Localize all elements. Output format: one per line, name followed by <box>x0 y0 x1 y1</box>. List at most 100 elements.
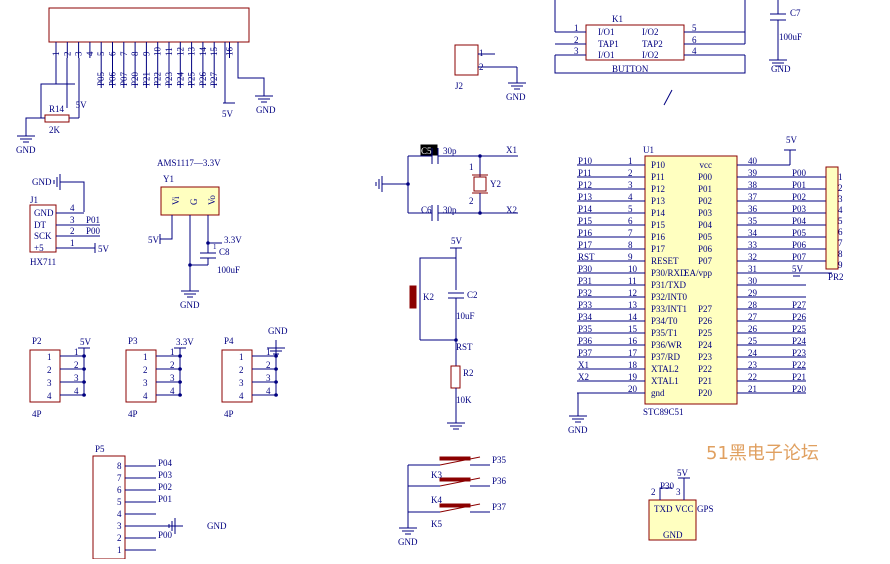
lcd-header-body <box>48 7 250 43</box>
p5-pin-number: 3 <box>117 521 122 531</box>
header-net: GND <box>268 326 288 336</box>
mcu-left-net: RST <box>578 252 595 262</box>
header-pin-num2: 4 <box>74 386 79 396</box>
mcu-left-name: P16 <box>651 232 666 242</box>
p5-pin-number: 4 <box>117 509 122 519</box>
mcu-left-num: 18 <box>628 360 638 370</box>
mcu-left-name: P31/TXD <box>651 280 687 290</box>
mcu-right-name: P21 <box>698 376 712 386</box>
lcd-net-label: P24 <box>175 71 185 86</box>
c2-value: 10uF <box>456 311 475 321</box>
j1-pin-name: GND <box>34 208 54 218</box>
header-pin-number: 2 <box>47 365 52 375</box>
mcu-left-num: 19 <box>628 372 638 382</box>
mcu-vcc: 5V <box>786 135 798 145</box>
c6-ref: C6 <box>421 205 432 215</box>
junction-dot <box>478 211 482 215</box>
lcd-net-label: 5V <box>76 100 88 110</box>
pr2-pin: 3 <box>838 194 843 204</box>
key-net: P36 <box>492 476 507 486</box>
mcu-left-num: 11 <box>628 276 637 286</box>
reset-wire <box>420 298 457 341</box>
lcd-pin-number: 13 <box>187 47 197 57</box>
r14-body <box>44 114 70 123</box>
mcu-ref: U1 <box>643 145 654 155</box>
k2-body <box>409 285 417 309</box>
mcu-right-name: P24 <box>698 340 713 350</box>
mcu-right-net: P07 <box>792 252 807 262</box>
mcu-left-net: P34 <box>578 312 593 322</box>
lcd-pin-number: 14 <box>198 47 208 57</box>
lcd-net-label: P05 <box>96 71 106 86</box>
mcu-right-net: P26 <box>792 312 807 322</box>
mcu-left-name: P32/INT0 <box>651 292 688 302</box>
mcu-right-net: P20 <box>792 384 807 394</box>
c5-value: 30p <box>443 146 457 156</box>
j2-pin: 1 <box>479 48 484 58</box>
lcd-net-label: P06 <box>108 71 118 86</box>
lcd-net-label: P21 <box>141 72 151 86</box>
k1-pin-right: TAP2 <box>642 39 663 49</box>
x2-label: X2 <box>506 205 517 215</box>
mcu-right-net: P05 <box>792 228 807 238</box>
mcu-right-net: P06 <box>792 240 807 250</box>
mcu-left-name: P15 <box>651 220 666 230</box>
header-pin-num2: 3 <box>266 373 271 383</box>
r2-body <box>450 365 461 389</box>
mcu-right-num: 36 <box>748 204 758 214</box>
p5-pin-number: 1 <box>117 545 122 555</box>
gnd-label: GND <box>568 425 588 435</box>
c2-ref: C2 <box>467 290 478 300</box>
header-pin-num2: 2 <box>170 360 175 370</box>
mcu-right-name: P00 <box>698 172 713 182</box>
j1-body <box>29 204 57 253</box>
k1-num-right: 4 <box>692 46 697 56</box>
mcu-right-num: 35 <box>748 216 758 226</box>
reg-body <box>160 186 220 216</box>
header-count: 4P <box>128 409 138 419</box>
mcu-left-name: P13 <box>651 196 666 206</box>
p5-pin-number: 5 <box>117 497 122 507</box>
header-ref: P4 <box>224 336 234 346</box>
mcu-left-num: 13 <box>628 300 638 310</box>
lcd-pin-number: 11 <box>164 47 174 56</box>
mcu-left-num: 14 <box>628 312 638 322</box>
mcu-right-num: 33 <box>748 240 758 250</box>
header-pin-number: 4 <box>143 391 148 401</box>
mcu-left-name: XTAL1 <box>651 376 679 386</box>
lcd-pin-number: 15 <box>209 47 219 57</box>
c8-plus: 1 <box>213 243 217 251</box>
gnd-label: GND <box>180 300 200 310</box>
p5-net: P01 <box>158 494 172 504</box>
mcu-right-net: P23 <box>792 348 807 358</box>
mcu-left-num: 8 <box>628 240 633 250</box>
j2-ref: J2 <box>455 81 463 91</box>
header-count: 4P <box>32 409 42 419</box>
mcu-left-name: P11 <box>651 172 665 182</box>
reg-pin: Vo <box>207 195 217 205</box>
mcu-left-name: P37/RD <box>651 352 681 362</box>
mcu-left-name: gnd <box>651 388 665 398</box>
mcu-right-num: 28 <box>748 300 758 310</box>
lcd-pin-number: 10 <box>153 47 163 57</box>
k1-pin-left: I/O1 <box>598 50 615 60</box>
p5-ref: P5 <box>95 444 105 454</box>
mcu-right-name: P01 <box>698 184 712 194</box>
j1-ref: J1 <box>30 195 38 205</box>
header-pin-num2: 3 <box>74 373 79 383</box>
lcd-pin-number: 1 <box>51 52 61 57</box>
mcu-left-net: P33 <box>578 300 593 310</box>
lcd-pin-number: 4 <box>85 51 95 56</box>
mcu-left-name: XTAL2 <box>651 364 679 374</box>
mcu-left-num: 2 <box>628 168 633 178</box>
reg-pin: G <box>189 198 199 205</box>
header-pin-num2: 1 <box>74 347 79 357</box>
mcu-right-num: 29 <box>748 288 758 298</box>
mcu-right-name: P06 <box>698 244 713 254</box>
header-pin-number: 2 <box>143 365 148 375</box>
gps-p30: P30 <box>660 481 675 491</box>
mcu-right-num: 40 <box>748 156 758 166</box>
gnd-label: GND <box>16 145 36 155</box>
reg-out-wire <box>207 215 222 244</box>
mcu-left-name: P17 <box>651 244 666 254</box>
